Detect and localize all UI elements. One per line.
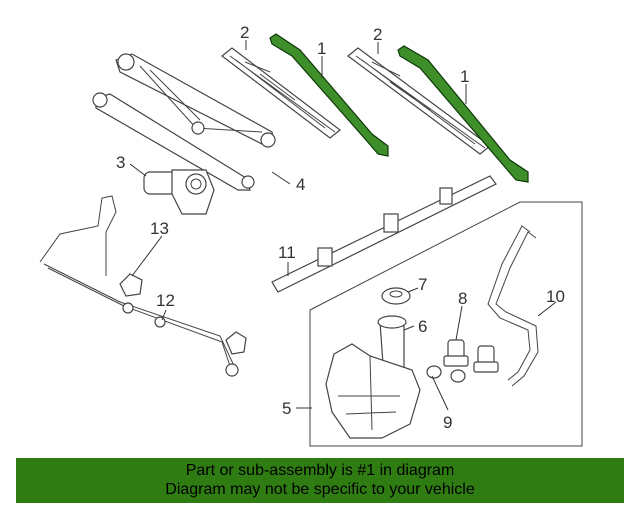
callout-7: 7 — [418, 275, 427, 294]
callout-9: 9 — [443, 413, 452, 432]
wiper-motor[interactable] — [143, 169, 215, 215]
washer-nozzle-b[interactable] — [225, 331, 247, 355]
washer-pump-b[interactable] — [473, 345, 499, 373]
callout-labels: 1 1 2 2 3 4 5 6 7 8 9 10 11 12 13 — [116, 23, 565, 432]
banner-line-1: Part or sub-assembly is #1 in diagram — [185, 462, 455, 479]
wiper-linkage[interactable] — [92, 53, 276, 191]
banner-line-2: Diagram may not be specific to your vehi… — [165, 481, 475, 498]
washer-nozzle-a[interactable] — [119, 273, 143, 297]
pump-grommet-a[interactable] — [426, 365, 442, 379]
callout-5: 5 — [282, 399, 291, 418]
leader-lines — [129, 40, 557, 411]
callout-4: 4 — [296, 175, 305, 194]
wiper-blade-left[interactable] — [221, 47, 341, 139]
wiper-arm-left[interactable] — [269, 33, 389, 157]
washer-tube-cowl[interactable] — [271, 175, 497, 293]
washer-hose-reservoir[interactable] — [487, 225, 539, 387]
washer-pump-a[interactable] — [443, 339, 469, 367]
parts-diagram: 1 1 2 2 3 4 5 6 7 8 9 10 11 12 13 — [39, 23, 583, 447]
callout-11: 11 — [278, 243, 296, 262]
washer-hose-left[interactable] — [39, 195, 239, 377]
callout-1a: 1 — [317, 39, 326, 58]
callout-13: 13 — [150, 219, 169, 238]
callout-10: 10 — [546, 287, 565, 306]
callout-6: 6 — [418, 317, 427, 336]
reservoir-cap[interactable] — [381, 287, 411, 305]
callout-12: 12 — [156, 291, 175, 310]
callout-3: 3 — [116, 153, 125, 172]
wiper-arm-right[interactable] — [397, 45, 529, 183]
info-banner: Part or sub-assembly is #1 in diagram Di… — [16, 458, 624, 503]
callout-8: 8 — [458, 289, 467, 308]
callout-2a: 2 — [240, 23, 249, 42]
reservoir-assembly-frame — [309, 201, 583, 447]
callout-2b: 2 — [373, 25, 382, 44]
washer-reservoir[interactable] — [325, 343, 421, 439]
callout-1b: 1 — [460, 67, 469, 86]
pump-grommet-b[interactable] — [450, 369, 466, 383]
